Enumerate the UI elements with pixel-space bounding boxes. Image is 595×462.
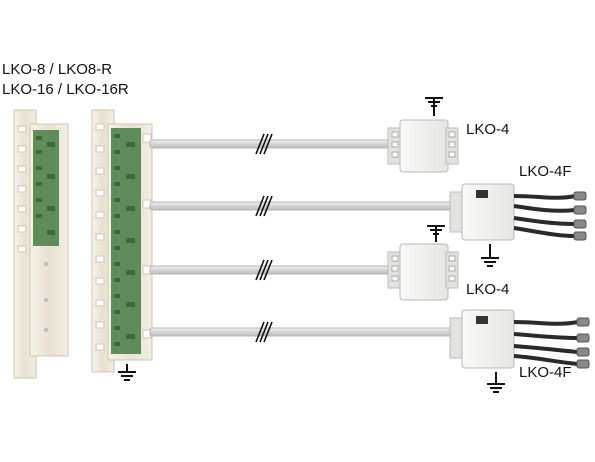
ground-symbol <box>425 97 443 116</box>
cable-1 <box>149 133 391 155</box>
module-label-4: LKO-4F <box>519 364 572 381</box>
pcb-board <box>33 130 59 246</box>
cable-break-mark <box>255 259 273 281</box>
module-lko4f-upper <box>449 183 587 241</box>
ground-symbol <box>427 225 445 242</box>
cable-break-mark <box>255 321 273 343</box>
panel-label-line2: LKO-16 / LKO-16R <box>2 81 129 98</box>
cable-4 <box>149 321 453 343</box>
module-lko4f-lower <box>449 309 590 369</box>
bnc-connector <box>576 317 590 369</box>
module-label-3: LKO-4 <box>466 281 510 298</box>
panel-large <box>91 109 153 373</box>
cable-break-mark <box>255 133 273 155</box>
bnc-connector <box>573 191 587 241</box>
module-label-1: LKO-4 <box>466 121 510 138</box>
coax-pigtails <box>513 320 579 366</box>
panel-small <box>13 109 69 379</box>
cable-2 <box>149 195 453 217</box>
ground-symbol <box>118 364 136 381</box>
panel-label-line1: LKO-8 / LKO8-R <box>2 61 113 78</box>
ground-symbol <box>487 372 505 393</box>
cable-3 <box>149 259 391 281</box>
ground-symbol <box>481 244 499 267</box>
module-lko4-top <box>387 119 459 173</box>
cable-break-mark <box>255 195 273 217</box>
module-lko4-middle <box>387 243 459 301</box>
module-label-2: LKO-4F <box>519 163 572 180</box>
coax-pigtails <box>513 194 576 238</box>
